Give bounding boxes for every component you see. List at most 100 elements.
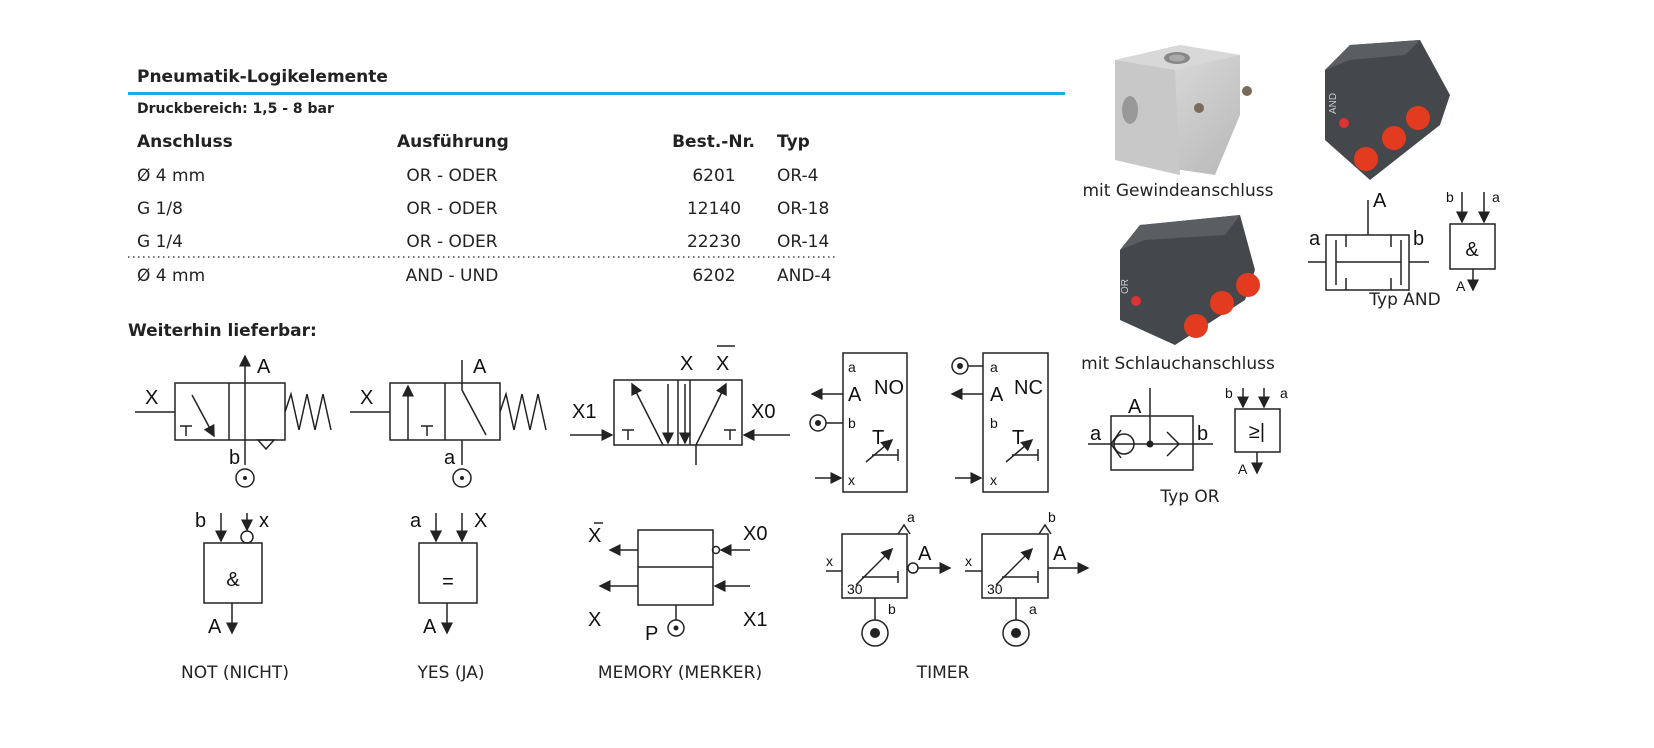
svg-text:X: X	[680, 353, 693, 375]
svg-text:X: X	[588, 609, 601, 631]
or-valve-symbol: A a b	[1088, 388, 1213, 471]
svg-text:30: 30	[847, 581, 863, 597]
cell-ausfuehrung: OR - ODER	[406, 199, 497, 219]
svg-text:a: a	[444, 447, 456, 469]
svg-text:b: b	[990, 415, 998, 431]
svg-text:X1: X1	[572, 401, 596, 423]
yes-logic-symbol: = a X A	[410, 510, 487, 638]
cell-anschluss: G 1/8	[137, 199, 183, 219]
svg-text:a: a	[907, 509, 915, 525]
svg-text:AND: AND	[1328, 93, 1339, 114]
svg-text:OR: OR	[1120, 279, 1131, 294]
col-header-ausfuehrung: Ausführung	[397, 132, 509, 152]
threaded-block-photo	[1115, 45, 1252, 175]
svg-text:NC: NC	[1014, 377, 1043, 399]
svg-text:30: 30	[987, 581, 1003, 597]
caption-type-and: Typ AND	[1368, 290, 1440, 310]
svg-text:A: A	[1456, 278, 1466, 294]
svg-text:A: A	[1128, 396, 1142, 418]
svg-text:NO: NO	[874, 377, 904, 399]
svg-text:&: &	[226, 569, 240, 591]
not-valve-symbol: X A b	[135, 354, 332, 488]
svg-text:a: a	[848, 359, 856, 375]
svg-text:a: a	[1029, 601, 1037, 617]
not-logic-symbol: & b x A	[195, 510, 269, 638]
page-title: Pneumatik-Logikelemente	[137, 67, 388, 87]
svg-text:X1: X1	[743, 609, 767, 631]
svg-text:A: A	[208, 616, 222, 638]
cell-typ: OR-18	[777, 199, 829, 219]
timer-logic-symbol-1: a x 30 A b	[826, 509, 952, 647]
caption-type-or: Typ OR	[1159, 487, 1219, 507]
and-element-photo: AND	[1325, 40, 1450, 180]
caption-yes: YES (JA)	[417, 663, 485, 683]
table-row: Ø 4 mm AND - UND 6202 AND-4	[137, 266, 831, 286]
cell-typ: OR-4	[777, 166, 818, 186]
cell-typ: OR-14	[777, 232, 829, 252]
svg-text:b: b	[1048, 509, 1056, 525]
cell-anschluss: Ø 4 mm	[137, 266, 205, 286]
caption-memory: MEMORY (MERKER)	[598, 663, 762, 683]
svg-text:a: a	[1492, 189, 1500, 205]
svg-text:X: X	[360, 387, 373, 409]
yes-valve-symbol: X A a	[350, 356, 547, 488]
cell-anschluss: Ø 4 mm	[137, 166, 205, 186]
svg-text:b: b	[1225, 385, 1233, 401]
svg-text:a: a	[410, 510, 422, 532]
svg-text:x: x	[848, 472, 855, 488]
svg-text:A: A	[918, 543, 932, 565]
memory-valve-symbol: X X X1 X0	[570, 345, 790, 465]
product-table: Anschluss Ausführung Best.-Nr. Typ Ø 4 m…	[128, 132, 838, 286]
svg-text:b: b	[888, 601, 896, 617]
svg-text:b: b	[1446, 189, 1454, 205]
cell-bestnr: 12140	[687, 199, 741, 219]
svg-text:a: a	[1280, 385, 1288, 401]
svg-text:A: A	[848, 384, 862, 406]
svg-text:a: a	[1090, 423, 1102, 445]
svg-text:=: =	[442, 571, 454, 593]
cell-typ: AND-4	[777, 266, 831, 286]
caption-tube: mit Schlauchanschluss	[1081, 354, 1275, 374]
cell-ausfuehrung: OR - ODER	[406, 166, 497, 186]
svg-text:A: A	[473, 356, 487, 378]
svg-text:T: T	[872, 427, 884, 449]
more-heading: Weiterhin lieferbar:	[128, 321, 317, 341]
svg-text:x: x	[259, 510, 269, 532]
col-header-bestnr: Best.-Nr.	[672, 132, 755, 152]
cell-bestnr: 6202	[692, 266, 735, 286]
svg-text:X: X	[716, 353, 729, 375]
timer-logic-symbol-2: b x 30 A a	[965, 509, 1090, 647]
caption-not: NOT (NICHT)	[181, 663, 289, 683]
cell-bestnr: 22230	[687, 232, 741, 252]
cell-anschluss: G 1/4	[137, 232, 183, 252]
svg-text:A: A	[990, 384, 1004, 406]
svg-text:A: A	[423, 616, 437, 638]
svg-text:T: T	[1012, 427, 1024, 449]
col-header-anschluss: Anschluss	[137, 132, 233, 152]
svg-text:A: A	[1238, 461, 1248, 477]
svg-text:x: x	[826, 553, 833, 569]
svg-text:a: a	[1309, 228, 1321, 250]
svg-text:P: P	[645, 623, 658, 645]
caption-timer: TIMER	[916, 663, 970, 683]
svg-text:X0: X0	[743, 523, 767, 545]
svg-text:b: b	[1197, 423, 1208, 445]
svg-text:X: X	[474, 510, 487, 532]
title-rule	[128, 92, 1065, 95]
table-row: Ø 4 mm OR - ODER 6201 OR-4	[137, 166, 818, 186]
svg-text:A: A	[1053, 543, 1067, 565]
svg-text:&: &	[1465, 239, 1479, 261]
cell-bestnr: 6201	[692, 166, 735, 186]
svg-text:b: b	[229, 447, 240, 469]
and-valve-symbol: A a b	[1308, 190, 1429, 291]
svg-text:b: b	[1413, 228, 1424, 250]
svg-text:x: x	[965, 553, 972, 569]
table-row: G 1/4 OR - ODER 22230 OR-14	[137, 232, 829, 252]
or-logic-symbol: ≥| b a A	[1225, 385, 1288, 477]
and-logic-symbol: & b a A	[1446, 189, 1500, 294]
cell-ausfuehrung: OR - ODER	[406, 232, 497, 252]
pressure-range: Druckbereich: 1,5 - 8 bar	[137, 101, 334, 117]
timer-no-symbol: a NO A b T x	[809, 352, 908, 493]
